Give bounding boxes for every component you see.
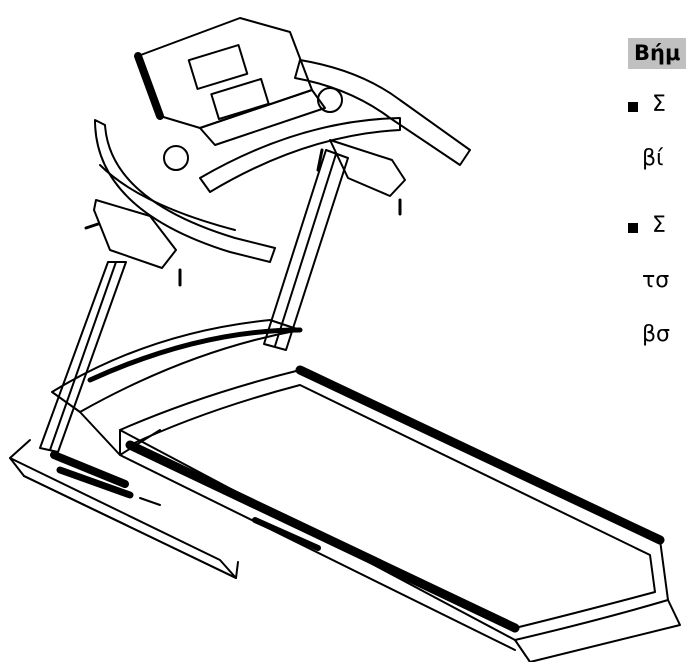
- treadmill-console: [134, 17, 343, 171]
- list-item-2-line-2: τσ: [642, 268, 670, 293]
- treadmill-handlebar-left: [94, 119, 276, 263]
- list-item-2-line-1: Σ: [652, 213, 666, 238]
- list-item-1-line-2: βί: [642, 146, 664, 171]
- treadmill-side-rail: [50, 451, 321, 551]
- treadmill-handlebar-right: [199, 59, 471, 193]
- list-bullet: [628, 102, 638, 112]
- list-item-1-line-1: Σ: [652, 92, 666, 117]
- treadmill-upright-left: [39, 261, 127, 453]
- treadmill-deck: [119, 365, 681, 662]
- step-heading: Βήμ: [628, 38, 686, 69]
- list-bullet: [628, 223, 638, 233]
- handlebar-bracket-right: [316, 139, 406, 216]
- list-item-2-line-3: βσ: [642, 322, 670, 347]
- handlebar-bracket-left: [84, 199, 182, 287]
- treadmill-base-foot: [9, 439, 239, 579]
- treadmill-motor-hood: [51, 319, 303, 499]
- treadmill-upright-right: [263, 149, 349, 351]
